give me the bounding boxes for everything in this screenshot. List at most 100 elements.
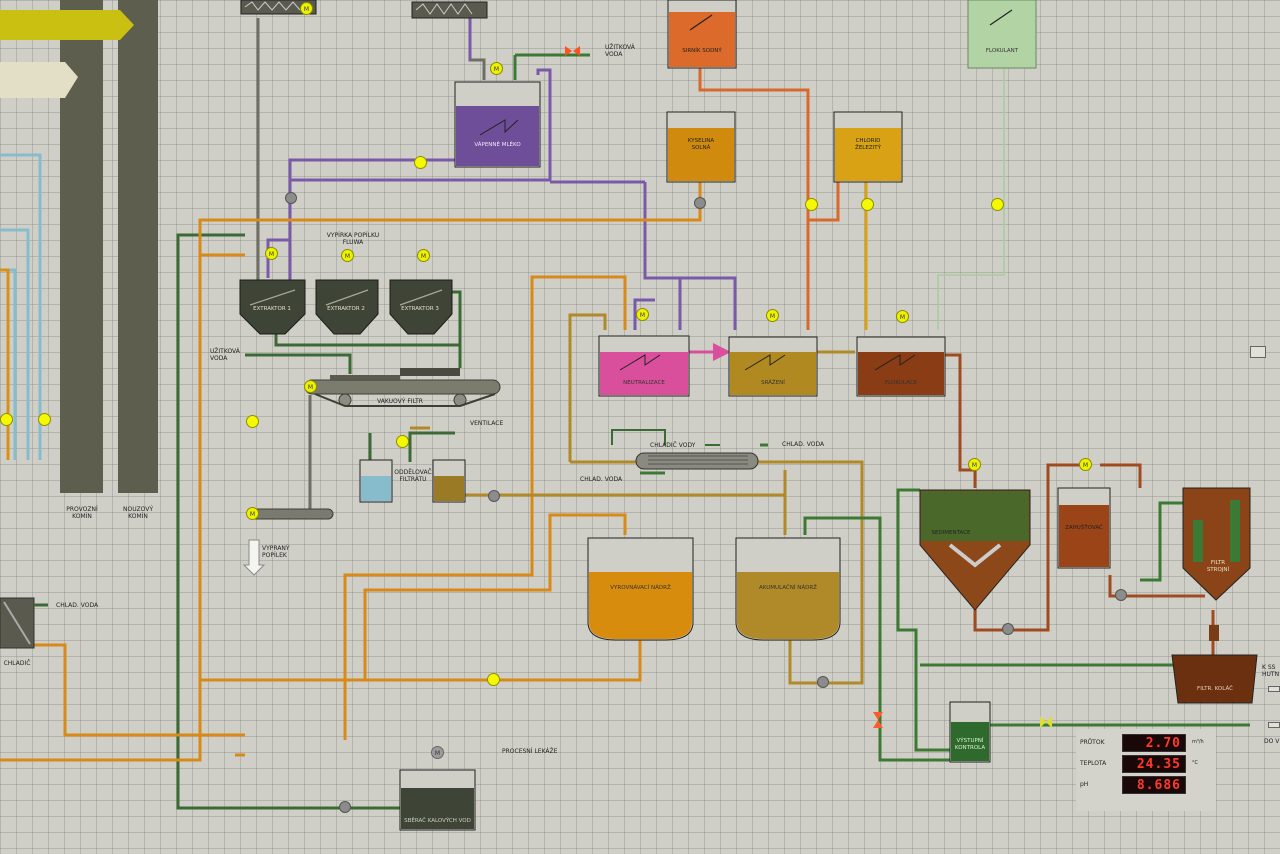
panel-switch[interactable] bbox=[1268, 686, 1280, 692]
indicator-lamp bbox=[805, 198, 818, 211]
ph-name: pH bbox=[1080, 781, 1089, 788]
flocculant-label: FLOKULANT bbox=[985, 48, 1019, 54]
accumulation-tank-label: AKUMULAČNÍ NÁDRŽ bbox=[759, 585, 817, 591]
output-control-label: VÝSTUPNÍ KONTROLA bbox=[954, 738, 986, 751]
neutralization-motor-icon[interactable]: M bbox=[636, 308, 649, 321]
leak-collection-tank bbox=[399, 769, 476, 831]
vacuum-filter-label: VAKUOVÝ FILTR bbox=[377, 398, 423, 405]
valve-icon[interactable] bbox=[339, 801, 351, 813]
ph-readout: pH 8.686 bbox=[1076, 775, 1216, 795]
cooler-label: CHLADIČ bbox=[3, 660, 31, 667]
sulfide-pipes bbox=[698, 68, 840, 330]
leak-tank-motor-icon[interactable]: M bbox=[431, 746, 444, 759]
indicator-lamp bbox=[38, 413, 51, 426]
operating-chimney-label: PROVOZNÍ KOMÍN bbox=[66, 506, 98, 520]
filter-press-label: FILTR STROJNÍ bbox=[1206, 560, 1230, 573]
thickener-motor-icon[interactable]: M bbox=[1079, 458, 1092, 471]
vacuum-filter-belt bbox=[247, 368, 501, 520]
extractor-tanks bbox=[239, 279, 453, 335]
indicator-lamp bbox=[396, 435, 409, 448]
indicator-lamp bbox=[246, 415, 259, 428]
ash-wash-label: VYPÍRKA POPÍLKU FLUWA bbox=[326, 232, 380, 246]
chimney-ducts bbox=[0, 0, 158, 493]
temperature-readout: TEPLOTA 24.35 °C bbox=[1076, 754, 1216, 774]
valve-icon[interactable] bbox=[285, 192, 297, 204]
lime-milk-tank bbox=[454, 81, 541, 168]
panel-switch[interactable] bbox=[1268, 722, 1280, 728]
sodium-sulfide-label: SIRNÍK SODNÝ bbox=[682, 48, 722, 54]
top-feeder-motor-icon[interactable]: M bbox=[300, 2, 313, 15]
sedimentation-motor-icon[interactable]: M bbox=[968, 458, 981, 471]
temperature-name: TEPLOTA bbox=[1080, 760, 1107, 767]
valve-icon[interactable] bbox=[694, 197, 706, 209]
indicator-lamp bbox=[861, 198, 874, 211]
ash-conveyor-motor-icon[interactable]: M bbox=[246, 507, 259, 520]
lime-milk-pipes bbox=[266, 18, 737, 330]
extractor-1-label: EXTRAKTOR 1 bbox=[253, 306, 291, 312]
thickener-tank bbox=[1057, 487, 1111, 569]
acid-pipes bbox=[0, 182, 702, 762]
service-water-top-label: UŽITKOVÁ VODA bbox=[605, 44, 635, 58]
arrows-misc bbox=[565, 46, 1052, 728]
valve-icon[interactable] bbox=[817, 676, 829, 688]
chemical-dosing-tanks bbox=[666, 0, 1037, 183]
precipitation-motor-icon[interactable]: M bbox=[766, 309, 779, 322]
flocculation-motor-icon[interactable]: M bbox=[896, 310, 909, 323]
indicator-lamp bbox=[487, 673, 500, 686]
lime-milk-label: VÁPENNÉ MLÉKO bbox=[474, 142, 521, 148]
storage-tanks bbox=[587, 537, 841, 641]
sedimentation-tank bbox=[919, 489, 1031, 611]
flow-value-display: 2.70 bbox=[1122, 734, 1186, 752]
left-acid-pipe bbox=[0, 268, 10, 460]
process-leaks-label: PROCESNÍ LEKÁŽE bbox=[502, 748, 558, 755]
flocculation-label: FLOKULACE bbox=[884, 380, 918, 386]
service-water-left-label: UŽITKOVÁ VODA bbox=[210, 348, 240, 362]
ventilation-label: VENTILACE bbox=[470, 420, 504, 427]
extractor-3-motor-icon[interactable]: M bbox=[417, 249, 430, 262]
sedimentation-label: SEDIMENTACE bbox=[931, 530, 971, 536]
panel-switch[interactable] bbox=[1250, 346, 1266, 358]
indicator-lamp bbox=[0, 413, 13, 426]
cooling-water-in-label: CHLAD. VODA bbox=[580, 476, 623, 483]
hydrochloric-acid-label: KYSELINA SOLNÁ bbox=[687, 138, 715, 151]
flow-unit: m³/h bbox=[1192, 739, 1204, 745]
top-feeders bbox=[240, 0, 488, 19]
neutralization-label: NEUTRALIZACE bbox=[623, 380, 665, 386]
cooling-water-left-label: CHLAD. VODA bbox=[56, 602, 99, 609]
thickener-label: ZAHUŠŤOVAČ bbox=[1065, 525, 1103, 531]
left-cooler bbox=[0, 597, 48, 649]
reactor-tanks bbox=[598, 335, 946, 397]
lime-milk-motor-icon[interactable]: M bbox=[490, 62, 503, 75]
extractor-1-motor-icon[interactable]: M bbox=[265, 247, 278, 260]
water-cooler bbox=[635, 452, 759, 470]
emergency-chimney-label: NOUZOVÝ KOMÍN bbox=[123, 506, 153, 520]
vacuum-filter-motor-icon[interactable]: M bbox=[304, 380, 317, 393]
valve-icon[interactable] bbox=[1115, 589, 1127, 601]
valve-icon[interactable] bbox=[1002, 623, 1014, 635]
filter-cake-label: FILTR. KOLÁČ bbox=[1197, 686, 1233, 692]
digital-readout-panel: PRŮTOK 2.70 m³/h TEPLOTA 24.35 °C pH 8.6… bbox=[1076, 729, 1216, 811]
filtrate-vessels bbox=[359, 459, 466, 503]
flow-name: PRŮTOK bbox=[1080, 739, 1105, 746]
extractor-2-motor-icon[interactable]: M bbox=[341, 249, 354, 262]
water-cooler-label: CHLADIČ VODY bbox=[650, 442, 696, 449]
floc-lines bbox=[945, 353, 1215, 660]
leak-tank-label: SBĚRAČ KALOVÝCH VOD bbox=[404, 818, 471, 824]
valve-icon[interactable] bbox=[488, 490, 500, 502]
filter-press bbox=[1182, 487, 1251, 641]
ferric-chloride-label: CHLORID ŽELEZITÝ bbox=[855, 138, 881, 151]
precipitation-label: SRÁŽENÍ bbox=[761, 380, 785, 386]
right-edge-label-1: K SS HUTN bbox=[1262, 664, 1280, 678]
temperature-value-display: 24.35 bbox=[1122, 755, 1186, 773]
cooling-water-out-label: CHLAD. VODA bbox=[782, 441, 825, 448]
temperature-unit: °C bbox=[1192, 760, 1198, 766]
flow-readout: PRŮTOK 2.70 m³/h bbox=[1076, 733, 1216, 753]
right-edge-label-2: DO V bbox=[1264, 738, 1280, 745]
ph-value-display: 8.686 bbox=[1122, 776, 1186, 794]
extractor-3-label: EXTRAKTOR 3 bbox=[401, 306, 439, 312]
output-control-tank bbox=[949, 701, 991, 763]
sludge-lines bbox=[410, 313, 864, 685]
equalization-tank-label: VYROVNÁVACÍ NÁDRŽ bbox=[610, 585, 671, 591]
